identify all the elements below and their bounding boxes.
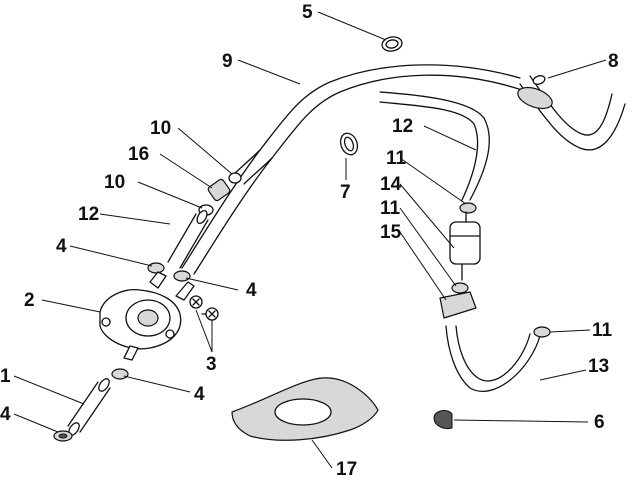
hose-1-icon bbox=[67, 378, 111, 436]
callout-10-mid: 10 bbox=[104, 172, 125, 193]
callout-12-left: 12 bbox=[78, 204, 99, 225]
hose-clamp-7-icon bbox=[339, 132, 359, 156]
callout-14: 14 bbox=[380, 174, 402, 195]
callout-15: 15 bbox=[380, 222, 402, 243]
hose-clamp-4-bottom-icon bbox=[53, 430, 73, 442]
callout-11-mid: 11 bbox=[380, 198, 401, 219]
hose-13-icon bbox=[445, 325, 541, 392]
callout-11-right: 11 bbox=[592, 320, 613, 341]
rubber-pad-17-icon bbox=[231, 377, 379, 441]
connector-15-icon bbox=[439, 291, 477, 319]
screws-3-icon bbox=[189, 295, 219, 321]
callout-10-top: 10 bbox=[150, 118, 171, 139]
callout-13: 13 bbox=[588, 356, 609, 377]
callout-1: 1 bbox=[0, 366, 11, 387]
callout-16: 16 bbox=[128, 144, 149, 165]
callout-4-lower: 4 bbox=[194, 384, 205, 405]
tank-outlet-pipe-8 bbox=[517, 75, 626, 151]
callout-5: 5 bbox=[302, 2, 313, 23]
clip-6-icon bbox=[433, 410, 453, 429]
leader-lines bbox=[13, 11, 607, 469]
hose-clamp-4-lower-icon bbox=[111, 368, 129, 380]
callout-4-upper: 4 bbox=[56, 236, 67, 257]
callout-6: 6 bbox=[594, 412, 605, 433]
callout-4-bottom: 4 bbox=[0, 404, 11, 425]
callout-labels: 5 9 8 12 10 16 10 7 11 14 11 15 12 4 4 2… bbox=[0, 2, 619, 480]
fuel-pump-2-icon bbox=[99, 271, 195, 361]
callout-11-top: 11 bbox=[386, 148, 407, 169]
callout-8: 8 bbox=[608, 51, 619, 72]
callout-3: 3 bbox=[206, 354, 217, 375]
callout-4-right: 4 bbox=[246, 280, 257, 301]
hose-12-left-icon bbox=[167, 209, 209, 269]
callout-9: 9 bbox=[222, 51, 233, 72]
fuel-hose-12-upper bbox=[379, 91, 490, 201]
hose-clamp-5-icon bbox=[381, 36, 403, 52]
fuel-hose-9 bbox=[181, 64, 523, 275]
callout-12-top: 12 bbox=[392, 116, 413, 137]
callout-7: 7 bbox=[340, 182, 351, 203]
hose-clamp-8-icon bbox=[517, 86, 553, 110]
hose-clamp-11-right-icon bbox=[533, 326, 551, 338]
fuel-filter-14-icon bbox=[449, 202, 481, 294]
callout-2: 2 bbox=[24, 290, 35, 311]
callout-17: 17 bbox=[336, 459, 357, 480]
